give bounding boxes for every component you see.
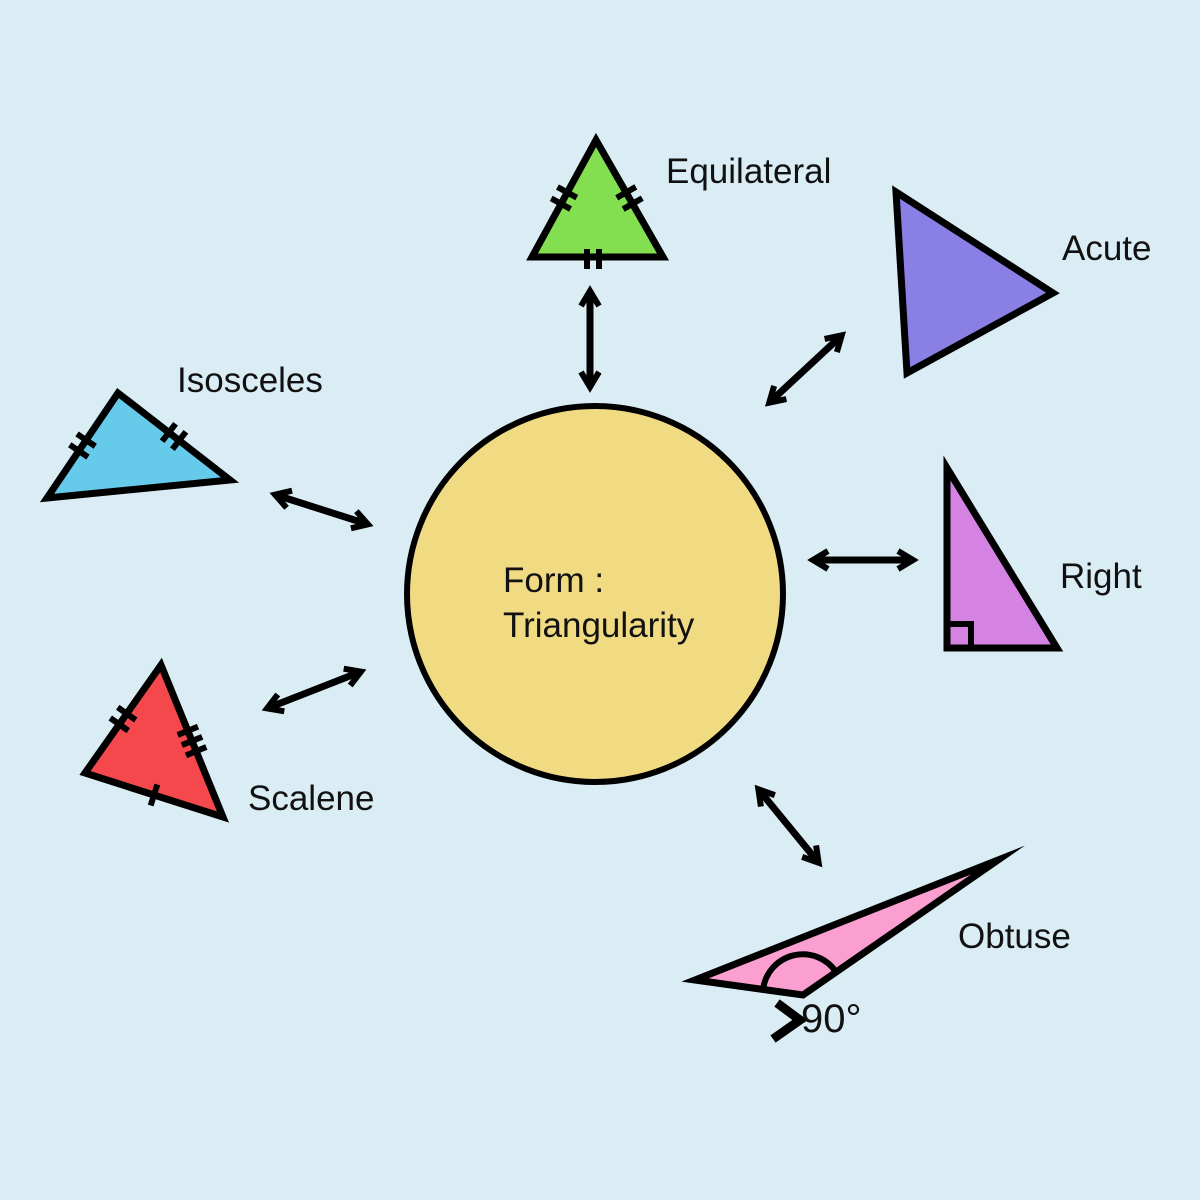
tick-marks [584, 249, 602, 269]
arrow-center-isosceles [269, 487, 374, 532]
acute-triangle [892, 185, 1060, 379]
tick-marks [108, 704, 138, 734]
scalene-node: Scalene [79, 657, 374, 823]
scalene-label: Scalene [248, 779, 374, 818]
right-triangle [943, 455, 1064, 652]
tick-marks [68, 431, 97, 460]
arrow-center-obtuse [754, 784, 823, 868]
center-node: Form : Triangularity [404, 403, 786, 785]
isosceles-label: Isosceles [177, 361, 323, 400]
tick-marks [159, 421, 189, 452]
greater-than-icon [770, 999, 808, 1043]
obtuse-triangle [681, 845, 1026, 999]
center-label-line1: Form : [503, 561, 604, 600]
tick-marks [147, 783, 161, 807]
acute-node: Acute [892, 185, 1152, 379]
isosceles-node: Isosceles [39, 361, 323, 503]
arrow-center-scalene [261, 665, 367, 715]
center-label-line2: Triangularity [503, 606, 695, 645]
right-label: Right [1060, 557, 1142, 596]
equilateral-label: Equilateral [666, 152, 831, 191]
obtuse-label: Obtuse [958, 917, 1071, 956]
arrow-center-acute [764, 331, 847, 407]
obtuse-angle-value: 90° [801, 997, 862, 1041]
equilateral-node: Equilateral [526, 132, 831, 269]
center-circle [404, 403, 786, 785]
isosceles-triangle [39, 387, 240, 503]
right-angle-marker [947, 621, 974, 648]
tick-marks [176, 723, 208, 759]
obtuse-angle-arc [760, 951, 839, 991]
right-node: Right [943, 455, 1142, 652]
acute-label: Acute [1062, 229, 1152, 268]
tick-marks [615, 184, 644, 212]
obtuse-node: 90° Obtuse [681, 845, 1071, 1043]
tick-marks [549, 184, 579, 212]
